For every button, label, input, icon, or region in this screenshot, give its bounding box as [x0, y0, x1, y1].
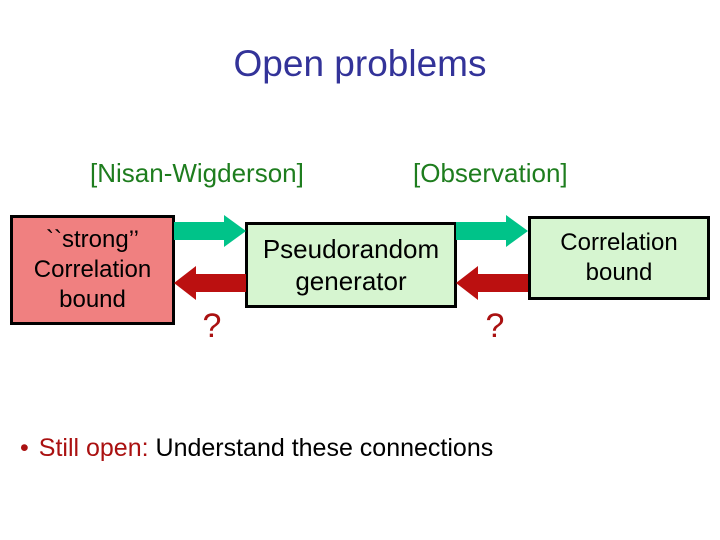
arrow-pair-right-gap [456, 215, 528, 300]
box-line: ``strong’’ [46, 226, 139, 253]
box-line: bound [59, 286, 126, 313]
backward-arrow-icon [174, 266, 246, 300]
box-line: Correlation [560, 229, 678, 256]
question-mark-right: ? [485, 307, 505, 345]
bullet-marker: • [20, 434, 29, 462]
correlation-bound-box: Correlation bound [528, 216, 710, 300]
box-line: Correlation [33, 256, 152, 283]
citation-observation: [Observation] [413, 158, 568, 188]
bullet-text: Understand these connections [148, 434, 494, 462]
strong-correlation-bound-box: ``strong’’ Correlation bound [10, 215, 175, 325]
citation-nisan-wigderson: [Nisan-Wigderson] [90, 158, 304, 188]
forward-arrow-icon [174, 215, 246, 247]
box-line: generator [295, 266, 407, 296]
still-open-bullet: • Still open: Understand these connection… [20, 432, 493, 464]
backward-arrow-icon [456, 266, 528, 300]
pseudorandom-generator-box: Pseudorandom generator [245, 222, 457, 308]
slide-title: Open problems [233, 43, 487, 84]
question-mark-left: ? [202, 307, 222, 345]
box-line: bound [585, 259, 653, 286]
box-line: Pseudorandom [262, 234, 440, 264]
forward-arrow-icon [456, 215, 528, 247]
bullet-highlight: Still open: [38, 434, 149, 462]
arrow-pair-left-gap [174, 215, 246, 300]
